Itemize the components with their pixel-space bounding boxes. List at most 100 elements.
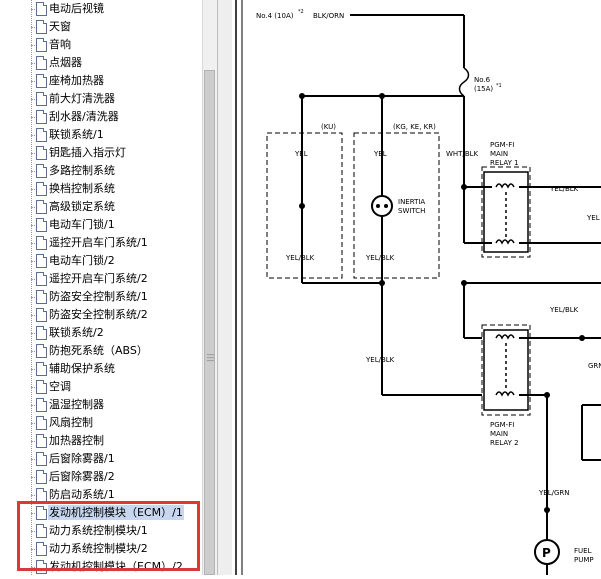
tree-item[interactable]: 加热器控制 bbox=[0, 432, 200, 450]
document-icon bbox=[36, 164, 47, 178]
fuse4-note: *2 bbox=[298, 9, 304, 15]
tree-item[interactable]: 后窗除雾器/1 bbox=[0, 450, 200, 468]
tree-item-label: 动力系统控制模块/2 bbox=[49, 542, 148, 555]
document-icon bbox=[36, 56, 47, 70]
document-icon bbox=[36, 272, 47, 286]
wire-label-grn-partial: GRN bbox=[588, 362, 601, 370]
document-icon bbox=[36, 326, 47, 340]
tree-item-label: 防启动系统/1 bbox=[49, 488, 115, 501]
variant-label-kg: (KG, KE, KR) bbox=[393, 123, 436, 131]
document-icon bbox=[36, 362, 47, 376]
tree-item-label: 空调 bbox=[49, 380, 71, 393]
tree-item[interactable]: 遥控开启车门系统/1 bbox=[0, 234, 200, 252]
tree-item[interactable]: 空调 bbox=[0, 378, 200, 396]
tree-item[interactable]: 电动车门锁/1 bbox=[0, 216, 200, 234]
tree-item[interactable]: 钥匙插入指示灯 bbox=[0, 144, 200, 162]
document-icon bbox=[36, 398, 47, 412]
tree-scrollbar[interactable]: ——— bbox=[202, 0, 217, 575]
tree-item-label: 电动后视镜 bbox=[49, 2, 104, 15]
tree-item-label: 防盗安全控制系统/2 bbox=[49, 308, 148, 321]
document-icon bbox=[36, 236, 47, 250]
tree-item[interactable]: 前大灯清洗器 bbox=[0, 90, 200, 108]
relay1-title-line1: PGM-FI bbox=[490, 141, 514, 149]
relay1-title-line3: RELAY 1 bbox=[490, 159, 519, 167]
document-icon bbox=[36, 452, 47, 466]
document-icon bbox=[36, 380, 47, 394]
relay1-title-line2: MAIN bbox=[490, 150, 508, 158]
tree-item[interactable]: 联锁系统/1 bbox=[0, 126, 200, 144]
document-icon bbox=[36, 200, 47, 214]
tree-item-label: 遥控开启车门系统/1 bbox=[49, 236, 148, 249]
document-icon bbox=[36, 146, 47, 160]
document-icon bbox=[36, 470, 47, 484]
document-icon bbox=[36, 128, 47, 142]
tree-item-label: 动力系统控制模块/1 bbox=[49, 524, 148, 537]
tree-item-label: 电动车门锁/2 bbox=[49, 254, 115, 267]
tree-item-label: 加热器控制 bbox=[49, 434, 104, 447]
tree-item[interactable]: 高级锁定系统 bbox=[0, 198, 200, 216]
document-icon bbox=[36, 38, 47, 52]
tree-item-label: 辅助保护系统 bbox=[49, 362, 115, 375]
tree-panel[interactable]: 电动后视镜天窗音响点烟器座椅加热器前大灯清洗器刮水器/清洗器联锁系统/1 钥匙插入… bbox=[0, 0, 202, 575]
fuse6-label: No.6 bbox=[474, 76, 491, 84]
pane-splitter[interactable] bbox=[217, 0, 233, 575]
tree-item[interactable]: 辅助保护系统 bbox=[0, 360, 200, 378]
tree-item-label: 刮水器/清洗器 bbox=[49, 110, 119, 123]
tree-item[interactable]: 换档控制系统 bbox=[0, 180, 200, 198]
tree-item[interactable]: 风扇控制 bbox=[0, 414, 200, 432]
tree-item[interactable]: 动力系统控制模块/2 bbox=[0, 540, 200, 558]
wire-label-yel-1: YEL bbox=[294, 150, 308, 158]
wire-label-yel-2: YEL bbox=[373, 150, 387, 158]
tree-item[interactable]: 防盗安全控制系统/2 bbox=[0, 306, 200, 324]
document-icon bbox=[36, 542, 47, 556]
document-icon bbox=[36, 20, 47, 34]
fuse6-note: *1 bbox=[496, 83, 502, 89]
tree-item[interactable]: 遥控开启车门系统/2 bbox=[0, 270, 200, 288]
red-highlight-box bbox=[17, 501, 200, 571]
tree-item[interactable]: 刮水器/清洗器 bbox=[0, 108, 200, 126]
document-icon bbox=[36, 344, 47, 358]
tree-item[interactable]: 后窗除雾器/2 bbox=[0, 468, 200, 486]
scrollbar-thumb[interactable]: ——— bbox=[204, 70, 215, 575]
document-icon bbox=[36, 254, 47, 268]
tree-item[interactable]: 电动车门锁/2 bbox=[0, 252, 200, 270]
tree-item[interactable]: 点烟器 bbox=[0, 54, 200, 72]
tree-connector-line bbox=[31, 0, 32, 575]
inertia-switch-line2: SWITCH bbox=[398, 207, 425, 215]
document-icon bbox=[36, 416, 47, 430]
tree-item-label: 电动车门锁/1 bbox=[49, 218, 115, 231]
fuel-pump-symbol: P bbox=[542, 546, 551, 560]
tree-item[interactable]: 防启动系统/1 bbox=[0, 486, 200, 504]
tree-item-label: 多路控制系统 bbox=[49, 164, 115, 177]
tree-item[interactable]: 多路控制系统 bbox=[0, 162, 200, 180]
wire-label-wht-blk: WHT/BLK bbox=[446, 150, 479, 158]
scrollbar-grip-icon: ——— bbox=[206, 350, 215, 365]
document-icon bbox=[36, 2, 47, 16]
tree-item[interactable]: 座椅加热器 bbox=[0, 72, 200, 90]
tree-item-label: 座椅加热器 bbox=[49, 74, 104, 87]
tree-item[interactable]: 防抱死系统（ABS） bbox=[0, 342, 200, 360]
relay2-title-line3: RELAY 2 bbox=[490, 439, 519, 447]
tree-item[interactable]: 发动机控制模块（ECM）/1 bbox=[0, 504, 200, 522]
tree-item-label: 防盗安全控制系统/1 bbox=[49, 290, 148, 303]
wire-label-yel-partial: YEL bbox=[586, 214, 600, 222]
tree-item[interactable]: 联锁系统/2 bbox=[0, 324, 200, 342]
tree-item-label: 前大灯清洗器 bbox=[49, 92, 115, 105]
tree-item[interactable]: 音响 bbox=[0, 36, 200, 54]
tree-item-label: 联锁系统/2 bbox=[49, 326, 104, 339]
inertia-switch-line1: INERTIA bbox=[398, 198, 425, 206]
document-icon bbox=[36, 488, 47, 502]
tree-item-label: 风扇控制 bbox=[49, 416, 93, 429]
wire-label-yel-blk-lower: YEL/BLK bbox=[365, 356, 395, 364]
wire-label-yel-grn: YEL/GRN bbox=[538, 489, 569, 497]
tree-item-label: 高级锁定系统 bbox=[49, 200, 115, 213]
document-icon bbox=[36, 524, 47, 538]
tree-item[interactable]: 防盗安全控制系统/1 bbox=[0, 288, 200, 306]
tree-item-label: 防抱死系统（ABS） bbox=[49, 344, 148, 357]
tree-item[interactable]: 温湿控制器 bbox=[0, 396, 200, 414]
tree-item[interactable]: 电动后视镜 bbox=[0, 0, 200, 18]
tree-item[interactable]: 动力系统控制模块/1 bbox=[0, 522, 200, 540]
tree-item-label: 天窗 bbox=[49, 20, 71, 33]
tree-item[interactable]: 天窗 bbox=[0, 18, 200, 36]
tree-item-label: 联锁系统/1 bbox=[49, 128, 104, 141]
